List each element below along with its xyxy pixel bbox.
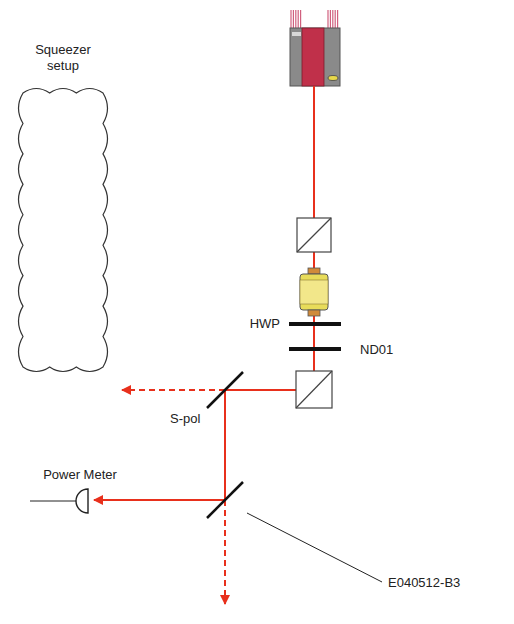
laser-fin (293, 10, 294, 28)
laser-fin (332, 10, 333, 28)
node-label: Squeezer setup (27, 42, 99, 74)
transmitted-beam (224, 500, 226, 604)
laser-fin (298, 10, 299, 28)
laser-fin (300, 10, 301, 28)
leader-line (247, 513, 382, 582)
polarization-label: S-pol (168, 411, 202, 427)
component-label: HWP (248, 316, 282, 332)
laser-fins (291, 10, 338, 28)
laser-fin (337, 10, 338, 28)
laser-highlight (292, 32, 301, 36)
laser-fin (335, 10, 336, 28)
squeezer-cloud: Squeezer setup (8, 42, 118, 382)
laser-body (290, 28, 340, 86)
laser-fin (327, 10, 328, 28)
cloud-outline (8, 78, 118, 382)
steering-mirror (207, 372, 243, 408)
laser-beam (94, 86, 314, 500)
pickoff-mirror (207, 482, 243, 518)
photodetector-symbol (76, 489, 88, 513)
detector-outline (30, 487, 130, 517)
laser-indicator (328, 76, 338, 81)
node-label: Power Meter (30, 467, 130, 483)
power-meter: Power Meter (30, 467, 130, 515)
detector-cable (30, 501, 76, 502)
laser-fin (295, 10, 296, 28)
faraday-isolator (300, 274, 328, 310)
part-number: E040512-B3 (386, 575, 462, 591)
beam-to-meter (94, 499, 225, 501)
half-wave-plate (289, 322, 341, 326)
faraday-cap (308, 268, 320, 274)
faraday-cap (308, 310, 320, 316)
cube-diagonal (297, 218, 331, 252)
beam-splitter-cube (296, 371, 332, 408)
component-label: ND01 (358, 342, 395, 358)
polarizer-cube (297, 218, 331, 252)
laser-fin (290, 10, 291, 28)
faraday-body (300, 280, 328, 304)
beam-to-squeezer (122, 389, 225, 391)
laser-fin (330, 10, 331, 28)
laser-core (302, 28, 324, 86)
nd-filter (289, 347, 341, 351)
cloud-shape (19, 89, 108, 372)
cube-diagonal (296, 371, 332, 408)
